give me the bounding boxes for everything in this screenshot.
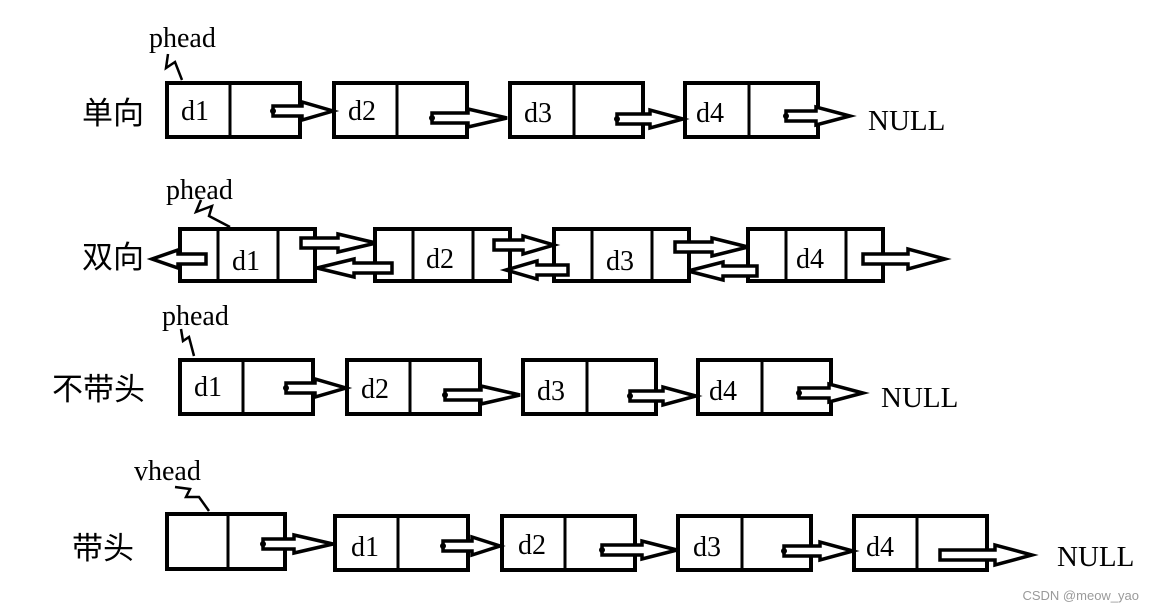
next-arrow: [797, 381, 870, 405]
node-data: d3: [537, 376, 565, 407]
node-data: d1: [232, 246, 260, 277]
next-arrow: [615, 107, 690, 131]
row-label: 双向: [82, 240, 144, 276]
node-data: d2: [426, 244, 454, 275]
node-data: d4: [709, 376, 737, 407]
next-arrow: [600, 538, 678, 562]
list-node: d3: [508, 81, 645, 139]
row-label: 不带头: [52, 372, 145, 408]
node-data: d2: [518, 530, 546, 561]
next-arrow: [861, 246, 952, 272]
node-data: d2: [361, 374, 389, 405]
next-arrow: [284, 376, 353, 400]
list-node: d3: [552, 227, 691, 283]
prev-arrow: [146, 247, 208, 271]
prev-arrow: [499, 258, 570, 282]
node-data: d4: [866, 532, 894, 563]
next-arrow: [784, 104, 857, 128]
row-singly: 单向 phead d1 d2 d3 d4 NUL: [82, 23, 945, 139]
pointer-arrow: [174, 485, 211, 512]
next-arrow: [271, 99, 340, 123]
list-node: d4: [852, 514, 989, 572]
node-data: d4: [696, 98, 724, 129]
next-arrow: [443, 383, 521, 407]
null-terminal: NULL: [1057, 541, 1134, 573]
prev-arrow: [687, 259, 759, 283]
node-data: d1: [351, 532, 379, 563]
prev-arrow: [316, 256, 394, 280]
pointer-label: phead: [162, 301, 229, 332]
next-arrow: [441, 534, 506, 558]
node-data: d3: [524, 98, 552, 129]
pointer-label: vhead: [134, 456, 201, 487]
list-node: d2: [332, 81, 469, 139]
node-data: d1: [181, 96, 209, 127]
null-terminal: NULL: [868, 105, 945, 137]
node-data: d2: [348, 96, 376, 127]
list-node: d2: [373, 227, 512, 283]
node-data: d3: [606, 246, 634, 277]
null-terminal: NULL: [881, 382, 958, 414]
next-arrow: [430, 106, 508, 130]
pointer-arrow: [193, 199, 231, 229]
list-node: d3: [676, 514, 813, 572]
next-arrow: [492, 233, 561, 257]
row-with-sentinel: 带头 vhead d1 d2 d3 d4: [72, 456, 1134, 573]
list-node: d1: [178, 227, 317, 283]
next-arrow: [628, 384, 703, 408]
row-without-sentinel: 不带头 phead d1 d2 d3 d4 NU: [52, 301, 958, 416]
list-node: d3: [521, 358, 658, 416]
next-arrow: [299, 231, 377, 255]
row-doubly: 双向 phead d1 d2 d3 d4: [82, 175, 952, 283]
node-data: d1: [194, 372, 222, 403]
node-data: d4: [796, 244, 824, 275]
pointer-arrow: [164, 53, 184, 81]
pointer-label: phead: [149, 23, 216, 54]
next-arrow: [673, 235, 749, 259]
row-label: 带头: [72, 531, 134, 567]
list-node: d4: [683, 81, 820, 139]
next-arrow: [261, 532, 334, 556]
list-node: d2: [500, 514, 637, 572]
row-label: 单向: [82, 96, 144, 132]
pointer-arrow: [179, 328, 196, 357]
watermark: CSDN @meow_yao: [1022, 588, 1139, 603]
node-data: d3: [693, 532, 721, 563]
next-arrow: [938, 542, 1039, 568]
list-node: d2: [345, 358, 482, 416]
next-arrow: [782, 539, 860, 563]
